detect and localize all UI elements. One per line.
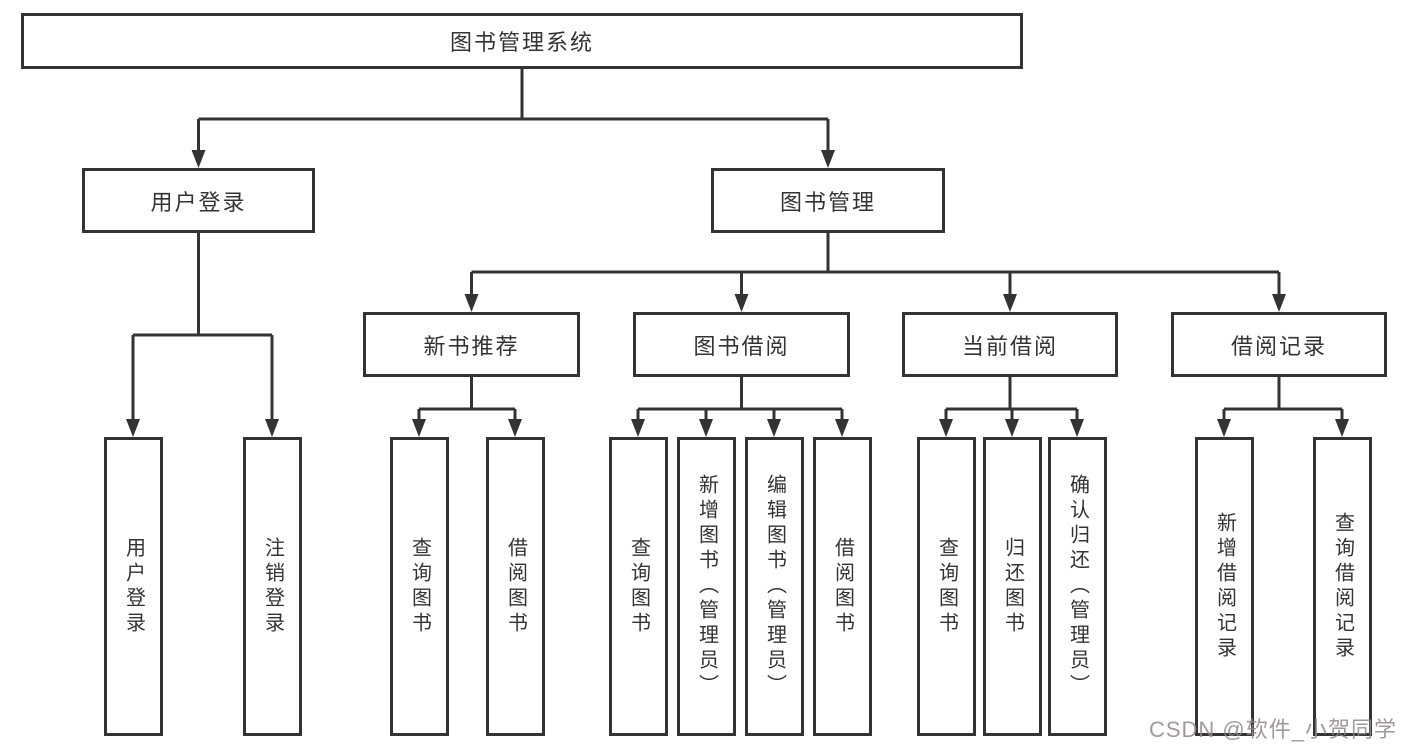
leaf-add-book-admin: 新增图书（管理员） [677,437,736,736]
node-book-borrow: 图书借阅 [633,312,850,377]
leaf-label: 确认归还（管理员） [1066,474,1089,699]
leaf-borrow-query-book: 查询图书 [609,437,668,736]
leaf-edit-book-admin: 编辑图书（管理员） [745,437,804,736]
leaf-label: 查询图书 [408,536,431,637]
node-new-book-recommend: 新书推荐 [363,312,580,377]
leaf-label: 新增借阅记录 [1213,511,1236,662]
leaf-label: 注销登录 [261,536,284,637]
leaf-label: 借阅图书 [831,536,854,637]
leaf-user-login: 用户登录 [104,437,163,736]
leaf-logout: 注销登录 [243,437,302,736]
leaf-label: 编辑图书（管理员） [763,474,786,699]
leaf-recommend-borrow-book: 借阅图书 [486,437,545,736]
node-label: 图书借阅 [693,333,790,359]
node-label: 用户登录 [150,189,247,215]
leaf-query-borrow-record: 查询借阅记录 [1313,437,1372,736]
node-user-login: 用户登录 [82,168,315,233]
node-root-system: 图书管理系统 [21,13,1023,69]
leaf-return-book: 归还图书 [983,437,1042,736]
node-label: 当前借阅 [961,333,1058,359]
leaf-label: 借阅图书 [504,536,527,637]
leaf-label: 查询借阅记录 [1331,511,1354,662]
leaf-label: 归还图书 [1001,536,1024,637]
leaf-label: 查询图书 [627,536,650,637]
leaf-label: 查询图书 [935,536,958,637]
node-label: 图书管理系统 [449,30,594,55]
leaf-borrow-book: 借阅图书 [813,437,872,736]
node-borrow-records: 借阅记录 [1171,312,1387,377]
leaf-add-borrow-record: 新增借阅记录 [1195,437,1254,736]
node-current-borrow: 当前借阅 [902,312,1118,377]
node-book-management: 图书管理 [711,168,945,233]
csdn-watermark: CSDN @软件_小贺同学 [1148,717,1397,742]
node-label: 图书管理 [779,189,876,215]
node-label: 新书推荐 [423,333,520,359]
leaf-label: 新增图书（管理员） [695,474,718,699]
leaf-label: 用户登录 [122,536,145,637]
leaf-recommend-query-book: 查询图书 [390,437,449,736]
leaf-current-query-book: 查询图书 [917,437,976,736]
leaf-confirm-return-admin: 确认归还（管理员） [1048,437,1107,736]
node-label: 借阅记录 [1230,333,1327,359]
